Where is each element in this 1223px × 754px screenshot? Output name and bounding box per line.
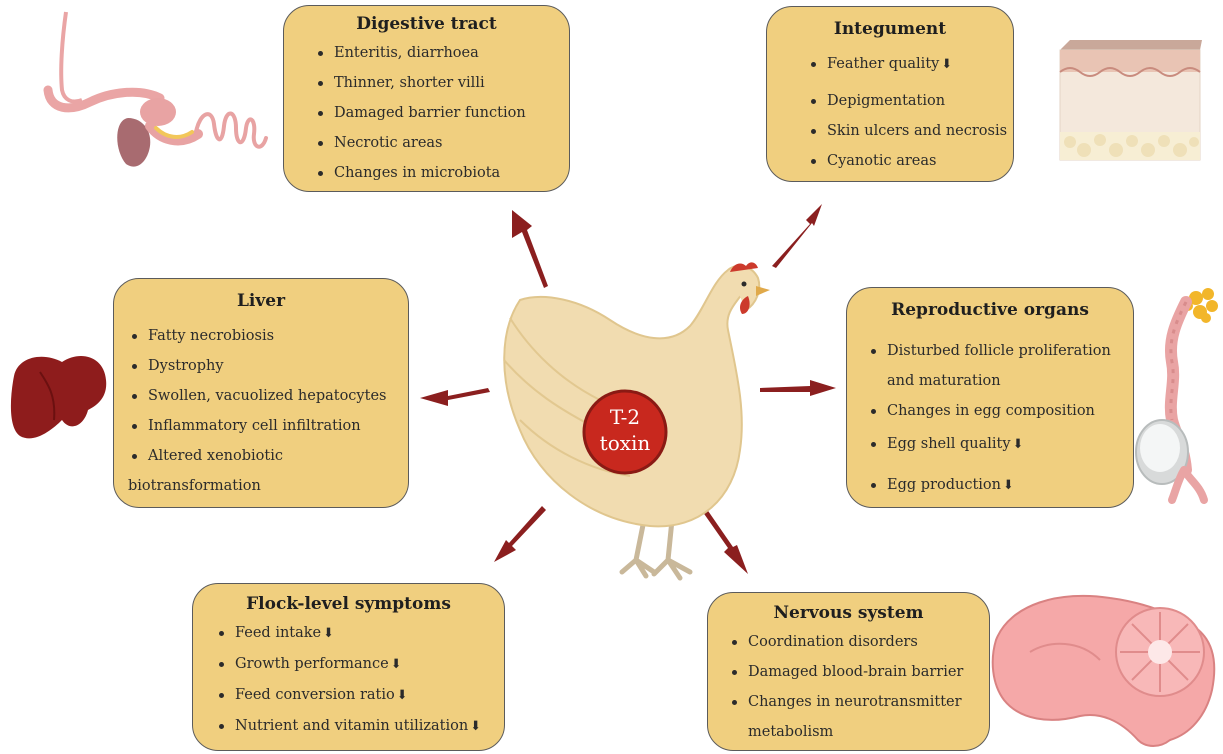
list-item: Egg production⬇: [867, 470, 1133, 501]
digestive-tract-title: Digestive tract: [356, 14, 497, 34]
nervous-system-title: Nervous system: [773, 603, 924, 623]
list-item-line2: and maturation: [887, 373, 1001, 389]
t2-toxin-label-line2: toxin: [599, 431, 651, 455]
integument-box: Integument Feather quality⬇ Depigmentati…: [766, 6, 1014, 182]
t2-toxin-badge: [582, 389, 668, 475]
list-item-line2: biotransformation: [128, 478, 261, 494]
arrow-down-icon: ⬇: [390, 657, 402, 672]
list-item: Feed intake⬇: [215, 618, 504, 649]
reproductive-organs-title: Reproductive organs: [891, 300, 1089, 320]
list-item: Egg shell quality⬇: [867, 429, 1133, 460]
t2-toxin-label: T-2 toxin: [584, 404, 666, 456]
list-item: Changes in neurotransmitter metabolism: [728, 687, 989, 747]
list-item: Depigmentation: [807, 86, 1013, 116]
list-item-text: Egg production: [887, 477, 1001, 493]
flock-level-symptoms-title: Flock-level symptoms: [246, 594, 451, 614]
integument-list: Feather quality⬇ Depigmentation Skin ulc…: [807, 49, 1013, 176]
list-item: Altered xenobiotic biotransformation: [128, 441, 408, 501]
digestive-tract-box: Digestive tract Enteritis, diarrhoea Thi…: [283, 5, 570, 192]
nervous-system-box: Nervous system Coordination disorders Da…: [707, 592, 990, 751]
list-item-text: Nutrient and vitamin utilization: [235, 718, 469, 734]
liver-box: Liver Fatty necrobiosis Dystrophy Swolle…: [113, 278, 409, 508]
arrow-down-icon: ⬇: [323, 626, 335, 641]
list-item: Coordination disorders: [728, 627, 989, 657]
list-item: Changes in microbiota: [314, 158, 569, 188]
arrow-to-digestive-tract: [512, 210, 548, 288]
list-item: Thinner, shorter villi: [314, 68, 569, 98]
list-item: Necrotic areas: [314, 128, 569, 158]
digestive-tract-illustration: [43, 11, 268, 167]
liver-illustration: [10, 356, 107, 439]
arrow-to-reproductive-organs: [760, 380, 836, 396]
flock-level-symptoms-list: Feed intake⬇ Growth performance⬇ Feed co…: [215, 618, 504, 742]
list-item: Dystrophy: [128, 351, 408, 381]
arrow-down-icon: ⬇: [1012, 437, 1024, 452]
arrow-down-icon: ⬇: [941, 57, 953, 72]
t2-toxin-label-line1: T-2: [609, 405, 641, 429]
list-item-text: Feed conversion ratio: [235, 687, 395, 703]
list-item-text: Feed intake: [235, 625, 322, 641]
list-item: Disturbed follicle proliferation and mat…: [867, 336, 1133, 396]
list-item-line2: metabolism: [748, 724, 834, 740]
list-item-text: Growth performance: [235, 656, 389, 672]
flock-level-symptoms-box: Flock-level symptoms Feed intake⬇ Growth…: [192, 583, 505, 751]
arrow-down-icon: ⬇: [1002, 478, 1014, 493]
skin-layers-illustration: [1059, 40, 1202, 161]
list-item-line1: Disturbed follicle proliferation: [887, 343, 1111, 359]
arrow-down-icon: ⬇: [470, 719, 482, 734]
list-item: Inflammatory cell infiltration: [128, 411, 408, 441]
list-item: Enteritis, diarrhoea: [314, 38, 569, 68]
list-item-text: Egg shell quality: [887, 436, 1011, 452]
liver-title: Liver: [236, 291, 286, 311]
list-item: Skin ulcers and necrosis: [807, 116, 1013, 146]
arrow-to-nervous-system: [700, 505, 748, 574]
arrow-to-flock-level-symptoms: [494, 506, 546, 562]
list-item: Damaged barrier function: [314, 98, 569, 128]
brain-illustration: [991, 594, 1216, 747]
liver-list: Fatty necrobiosis Dystrophy Swollen, vac…: [128, 321, 408, 501]
list-item: Feather quality⬇: [807, 49, 1013, 80]
list-item-line1: Changes in neurotransmitter: [748, 694, 962, 710]
arrows: [420, 204, 836, 574]
list-item: Nutrient and vitamin utilization⬇: [215, 711, 504, 742]
integument-title: Integument: [833, 19, 947, 39]
list-item: Cyanotic areas: [807, 146, 1013, 176]
reproductive-organs-list: Disturbed follicle proliferation and mat…: [867, 336, 1133, 501]
reproductive-organs-box: Reproductive organs Disturbed follicle p…: [846, 287, 1134, 508]
digestive-tract-list: Enteritis, diarrhoea Thinner, shorter vi…: [314, 38, 569, 188]
nervous-system-list: Coordination disorders Damaged blood-bra…: [728, 627, 989, 747]
list-item: Damaged blood-brain barrier: [728, 657, 989, 687]
list-item: Feed conversion ratio⬇: [215, 680, 504, 711]
arrow-to-liver: [420, 388, 490, 406]
arrow-down-icon: ⬇: [396, 688, 408, 703]
list-item: Changes in egg composition: [867, 396, 1133, 426]
reproductive-tract-illustration: [1135, 288, 1218, 504]
list-item: Fatty necrobiosis: [128, 321, 408, 351]
list-item-line1: Altered xenobiotic: [148, 448, 283, 464]
list-item-text: Feather quality: [827, 56, 940, 72]
list-item: Swollen, vacuolized hepatocytes: [128, 381, 408, 411]
arrow-to-integument: [772, 204, 822, 268]
list-item: Growth performance⬇: [215, 649, 504, 680]
